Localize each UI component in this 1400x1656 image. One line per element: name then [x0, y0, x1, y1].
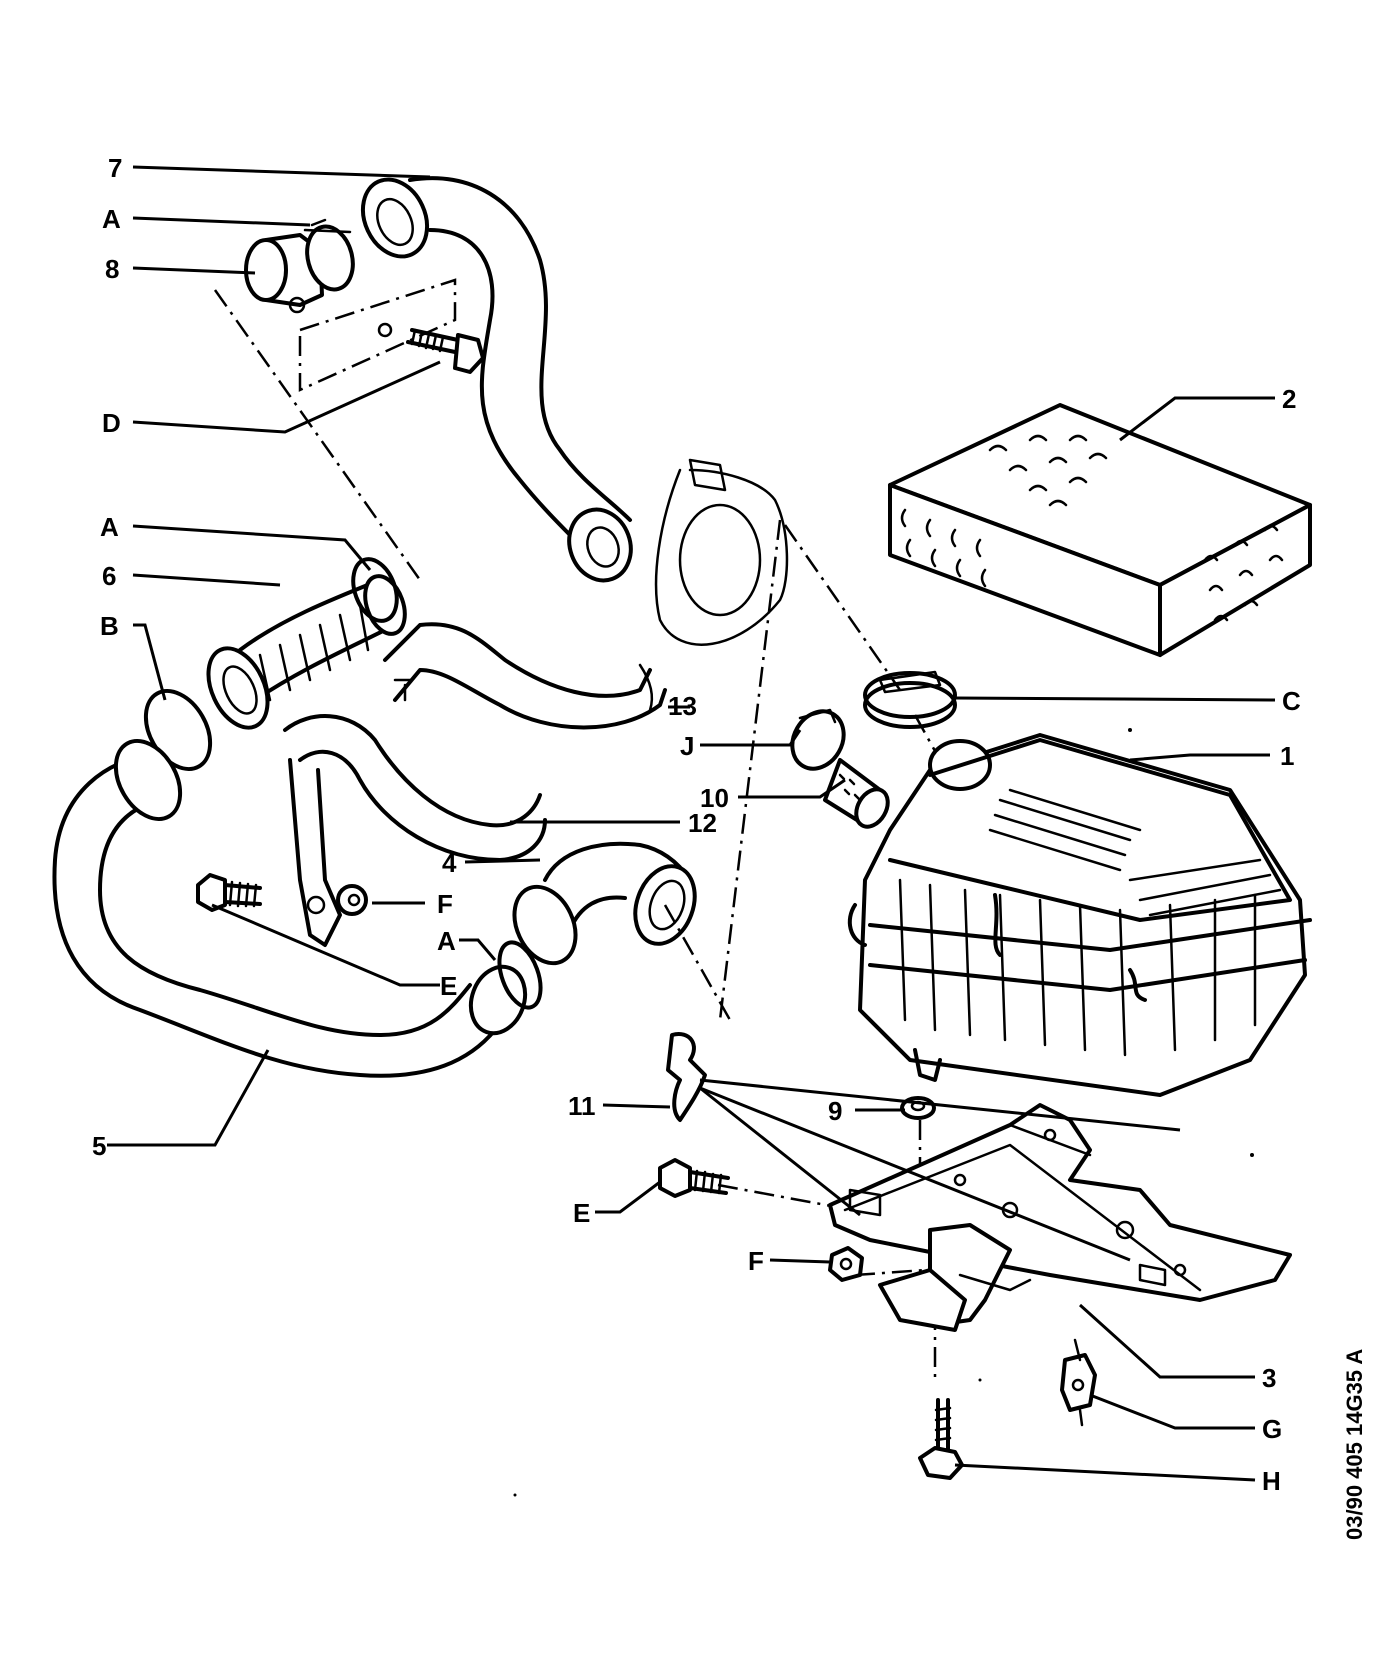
clip-11	[666, 1032, 707, 1122]
label-3: 3	[1262, 1363, 1276, 1393]
label-5: 5	[92, 1131, 106, 1161]
elbow-4	[512, 841, 697, 966]
adapter-8	[244, 218, 355, 314]
callout-labels: 7 A 8 D A 6 B 2 C 13 J 1 10 12 4 F A E 5…	[92, 153, 1301, 1496]
label-b: B	[100, 611, 119, 641]
label-11: 11	[568, 1091, 596, 1121]
label-4: 4	[442, 848, 457, 878]
label-h: H	[1262, 1466, 1281, 1496]
label-a-mid: A	[100, 512, 119, 542]
label-2: 2	[1282, 384, 1296, 414]
bracket-13	[383, 622, 667, 730]
label-e-right: E	[573, 1198, 590, 1228]
clip-g	[1060, 1338, 1097, 1427]
label-j: J	[680, 731, 694, 761]
nut-f-right	[828, 1246, 864, 1282]
label-9: 9	[828, 1096, 842, 1126]
leader-lines	[107, 165, 1276, 1482]
label-a-top: A	[102, 204, 121, 234]
support-tray-3	[828, 1103, 1292, 1332]
corrugated-hose-6	[206, 574, 407, 730]
label-g: G	[1262, 1414, 1282, 1444]
label-d: D	[102, 408, 121, 438]
bolt-e-left	[196, 873, 262, 912]
bolt-d	[406, 328, 485, 374]
label-8: 8	[105, 254, 119, 284]
label-13: 13	[668, 691, 697, 721]
label-10: 10	[700, 783, 729, 813]
label-f-left: F	[437, 889, 453, 919]
bolt-e-right	[658, 1158, 730, 1198]
mounting-bracket-outline	[298, 278, 457, 392]
hose-5	[52, 739, 528, 1078]
label-f-right: F	[748, 1246, 764, 1276]
label-1: 1	[1280, 741, 1294, 771]
label-a-low: A	[437, 926, 456, 956]
filter-housing-1	[847, 733, 1312, 1097]
sleeve-10	[823, 758, 890, 829]
nut-f-left	[336, 884, 368, 916]
clamp-a-mid	[351, 557, 399, 623]
label-6: 6	[102, 561, 116, 591]
label-12: 12	[688, 808, 717, 838]
clamp-j	[790, 708, 846, 771]
clamp-c	[863, 670, 957, 729]
bracket-12	[283, 714, 547, 947]
label-7: 7	[108, 153, 122, 183]
label-e-left: E	[440, 971, 457, 1001]
filter-element-2	[888, 403, 1312, 657]
clamp-a-low	[497, 940, 543, 1010]
intake-housing-outline	[654, 458, 789, 646]
hose-7	[360, 176, 633, 583]
reference-code: 03/90 405 14G35 A	[1342, 1349, 1367, 1540]
label-c: C	[1282, 686, 1301, 716]
